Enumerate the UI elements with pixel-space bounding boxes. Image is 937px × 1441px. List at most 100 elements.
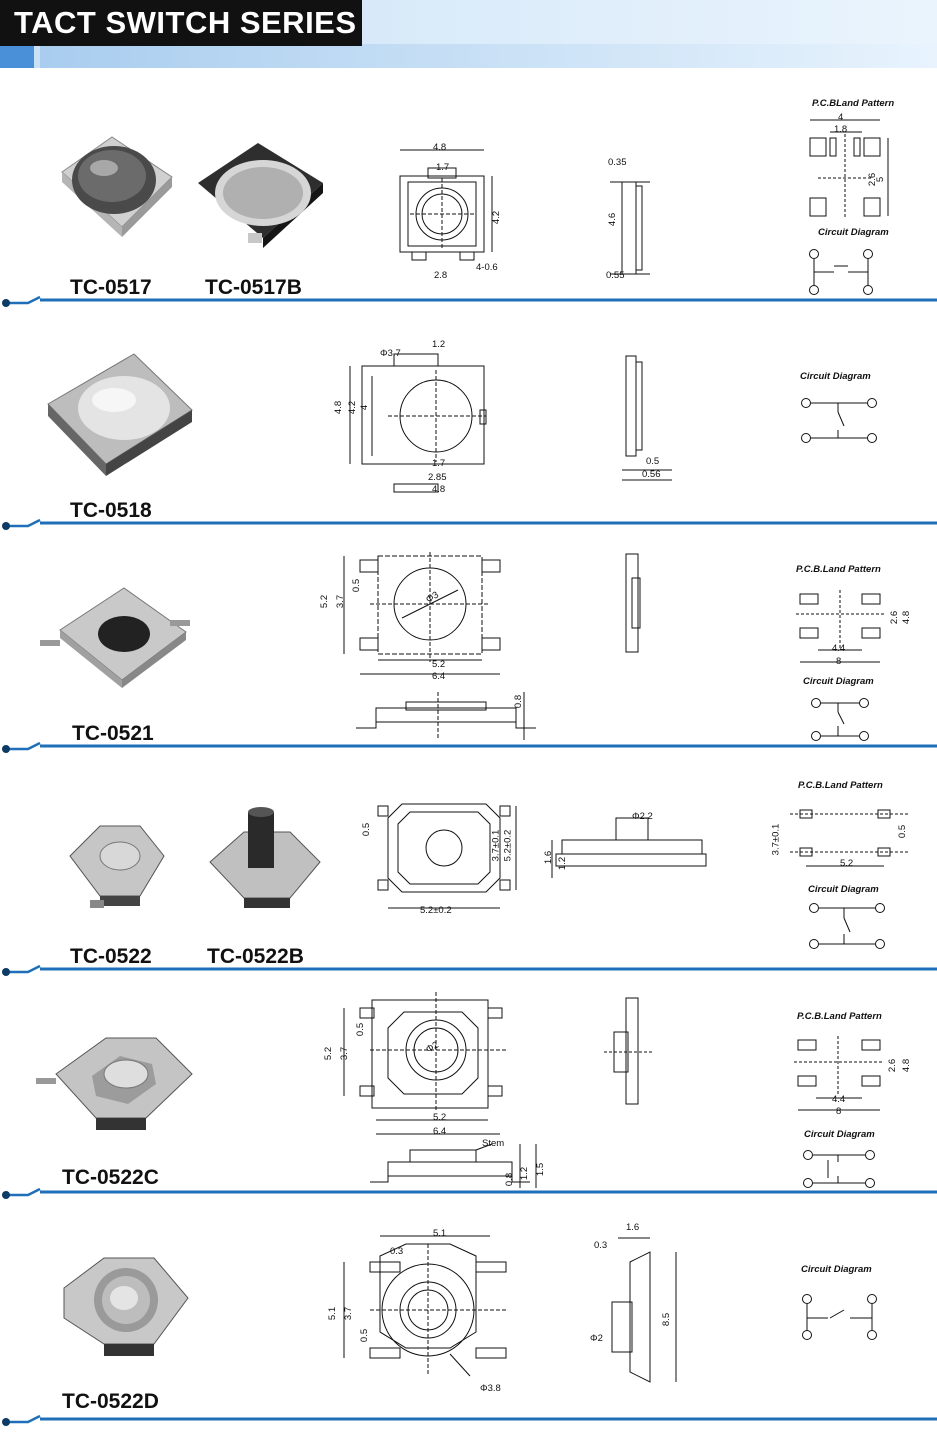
circuit-diagram bbox=[802, 1294, 877, 1340]
dim-label: 0.5 bbox=[897, 824, 909, 839]
product-photo-tc-0522 bbox=[69, 825, 165, 908]
side-profile-drawing bbox=[356, 692, 536, 740]
dim-label: 5.2 bbox=[319, 594, 331, 609]
section-tc-0522: TC-0522 TC-0522B 0.5 3.7±0.1 5.2±0.2 5.2… bbox=[0, 764, 937, 986]
dim-label: 0.5 bbox=[646, 456, 660, 467]
side-view-drawing bbox=[551, 817, 707, 878]
dim-label: 4.2 bbox=[491, 210, 503, 225]
section-tc-0522c: TC-0522C 5.2 3.7 0.5 Φ2 5.2 6.4 Stem 0.8… bbox=[0, 986, 937, 1208]
model-label: TC-0522D bbox=[62, 1390, 159, 1413]
section-tc-0518: TC-0518 Φ3.7 1.2 4.8 4.2 4 1.7 2.85 4.8 … bbox=[0, 318, 937, 540]
dim-label: 1.2 bbox=[432, 339, 446, 350]
page-title: TACT SWITCH SERIES bbox=[14, 5, 357, 40]
dim-label: 1.7 bbox=[436, 162, 450, 173]
circuit-diagram bbox=[811, 698, 869, 741]
pcb-land-pattern bbox=[790, 809, 908, 867]
side-view-drawing bbox=[610, 181, 650, 275]
dim-label: 2.6 bbox=[887, 1058, 899, 1073]
dim-label: 4.8 bbox=[432, 484, 446, 495]
dim-label: 0.35 bbox=[608, 157, 627, 168]
section-tc-0521: TC-0521 5.2 3.7 0.5 Φ3 5.2 6.4 0.8 P.C.B… bbox=[0, 540, 937, 762]
dim-label: 1.6 bbox=[543, 850, 555, 865]
model-label: TC-0522C bbox=[62, 1166, 159, 1189]
pcb-land-pattern bbox=[809, 119, 889, 218]
model-label: TC-0521 bbox=[72, 722, 154, 745]
page-title-box: TACT SWITCH SERIES bbox=[0, 0, 362, 46]
dim-label: 3.7 bbox=[335, 594, 347, 609]
dim-label: 0.5 bbox=[361, 822, 373, 837]
dim-label: 5.1 bbox=[327, 1306, 339, 1321]
side-profile-drawing bbox=[370, 1143, 537, 1188]
circuit-diagram bbox=[803, 1150, 875, 1188]
dim-label: 3.7±0.1 bbox=[490, 829, 502, 862]
dim-label: 4.8 bbox=[333, 400, 345, 415]
model-label: TC-0522B bbox=[207, 945, 304, 968]
dim-label: 5.2±0.2 bbox=[502, 829, 514, 862]
product-photo-tc-0522d bbox=[63, 1257, 189, 1356]
dim-label: 4.8 bbox=[433, 142, 447, 153]
stem-label: Stem bbox=[482, 1138, 505, 1149]
dim-label: 5 bbox=[875, 176, 887, 183]
dim-label: 3.7 bbox=[343, 1306, 355, 1321]
circuit-diagram-caption: Circuit Diagram bbox=[804, 1129, 875, 1140]
dim-label: Φ2.2 bbox=[632, 811, 653, 822]
dim-label: 0.8 bbox=[513, 694, 525, 709]
side-view-drawing bbox=[604, 997, 654, 1105]
dim-label: 1.2 bbox=[557, 856, 569, 871]
dim-label: 1.5 bbox=[535, 1162, 547, 1177]
dim-label: 0.3 bbox=[390, 1246, 404, 1257]
section-tc-0517: TC-0517 TC-0517B 4.8 1.7 4.2 2.8 4-0.6 0… bbox=[0, 80, 937, 302]
dim-label: 0.3 bbox=[594, 1240, 608, 1251]
top-view-drawing bbox=[343, 1235, 507, 1377]
side-view-drawing bbox=[611, 1237, 677, 1383]
pcb-land-pattern bbox=[796, 590, 886, 663]
dim-label: Φ3.7 bbox=[380, 348, 401, 359]
dim-label: 2.6 bbox=[889, 610, 901, 625]
dim-label: Φ2 bbox=[590, 1333, 603, 1344]
circuit-diagram-caption: Circuit Diagram bbox=[800, 371, 871, 382]
section-divider bbox=[2, 518, 937, 530]
section-divider bbox=[2, 964, 937, 976]
dim-label: 5.2±0.2 bbox=[420, 905, 452, 916]
dim-label: 0.5 bbox=[355, 1022, 367, 1037]
dim-label: 8 bbox=[836, 1106, 842, 1117]
pcb-land-pattern-caption: P.C.B.Land Pattern bbox=[797, 1011, 882, 1022]
product-photo-tc-0517b bbox=[198, 143, 323, 248]
product-photo-tc-0521 bbox=[40, 587, 190, 688]
pcb-land-pattern bbox=[794, 1036, 884, 1111]
section-tc-0522d: TC-0522D 5.1 0.3 5.1 3.7 0.5 Φ3.8 1.6 0.… bbox=[0, 1208, 937, 1430]
section-divider bbox=[2, 1187, 937, 1199]
circuit-diagram-caption: Circuit Diagram bbox=[803, 676, 874, 687]
circuit-diagram bbox=[809, 903, 885, 949]
dim-label: 4.4 bbox=[832, 1094, 846, 1105]
header-stripe bbox=[40, 44, 937, 68]
dim-label: 4.4 bbox=[832, 643, 846, 654]
dim-label: 1.7 bbox=[432, 458, 446, 469]
dim-label: 8 bbox=[836, 656, 842, 667]
dim-label: 4 bbox=[838, 112, 844, 123]
pcb-land-pattern-caption: P.C.B.Land Pattern bbox=[796, 564, 881, 575]
pcb-land-pattern-caption: P.C.B.Land Pattern bbox=[798, 780, 883, 791]
dim-label: 1.2 bbox=[519, 1166, 531, 1181]
dim-label: 4-0.6 bbox=[476, 262, 498, 273]
dim-label: 8.5 bbox=[661, 1312, 673, 1327]
dim-label: 5.1 bbox=[433, 1228, 447, 1239]
dim-label: 4.8 bbox=[901, 1058, 913, 1073]
circuit-diagram-caption: Circuit Diagram bbox=[808, 884, 879, 895]
pcb-land-pattern-caption: P.C.BLand Pattern bbox=[812, 98, 895, 109]
product-photo-tc-0522b bbox=[209, 807, 321, 908]
dim-label: 2.8 bbox=[434, 270, 448, 281]
dim-label: 4.8 bbox=[901, 610, 913, 625]
dim-label: 1.6 bbox=[626, 1222, 640, 1233]
top-view-drawing bbox=[377, 803, 517, 909]
side-view-drawing bbox=[622, 355, 672, 481]
dim-label: 3.7 bbox=[339, 1046, 351, 1061]
section-divider bbox=[2, 741, 937, 753]
top-view-drawing bbox=[399, 149, 493, 261]
model-label: TC-0518 bbox=[70, 499, 152, 522]
dim-label: 4.6 bbox=[607, 212, 619, 227]
side-view-drawing bbox=[625, 553, 641, 653]
product-photo-tc-0522c bbox=[36, 1037, 193, 1130]
dim-label: 5.2 bbox=[323, 1046, 335, 1061]
dim-label: 4 bbox=[359, 404, 371, 411]
